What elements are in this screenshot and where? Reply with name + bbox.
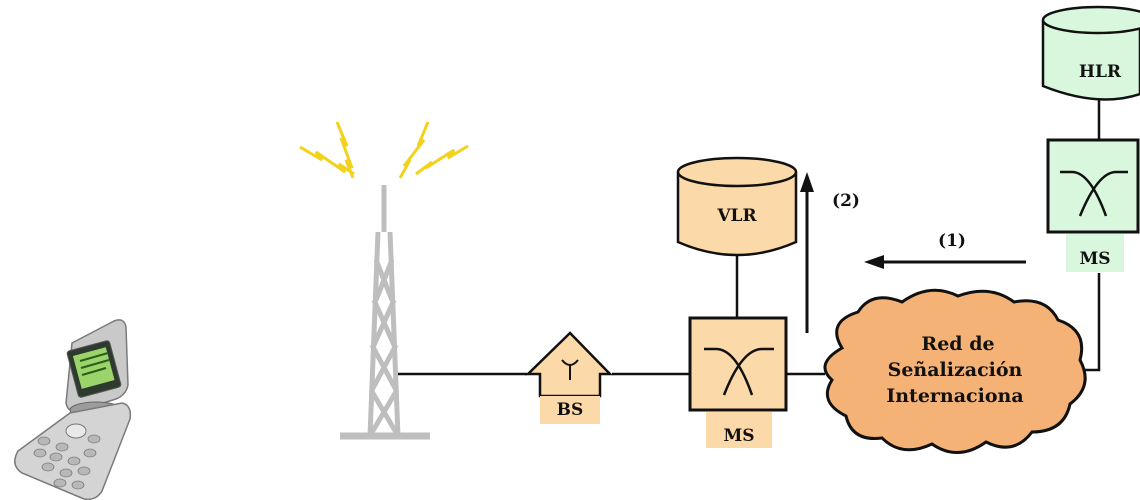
hlr-label: HLR: [1079, 62, 1122, 82]
step-2-label: (2): [832, 191, 860, 211]
antenna-tower-icon: [340, 185, 430, 440]
arrow-left-icon: [864, 255, 1026, 269]
base-station-icon: [524, 331, 613, 424]
ms-local-label: MS: [723, 426, 754, 446]
network-line-1: Red de: [921, 333, 994, 355]
bs-label: BS: [557, 400, 584, 420]
step-1-label: (1): [938, 231, 966, 251]
network-cloud-icon: [823, 288, 1087, 454]
database-cylinder-icon: [676, 156, 798, 257]
vlr-label: VLR: [716, 206, 757, 226]
flip-phone-icon: [14, 319, 132, 500]
network-line-2: Señalización: [888, 359, 1023, 381]
connection-lines: [398, 100, 1101, 376]
hlr-database-icon: [1041, 5, 1140, 101]
switch-cross-icon: [688, 316, 788, 448]
arrow-up-icon: [800, 172, 814, 333]
ms-remote-label: MS: [1079, 249, 1110, 269]
remote-switch-icon: [1046, 138, 1140, 272]
lightning-icon: [299, 121, 469, 179]
network-line-3: Internaciona: [886, 385, 1023, 407]
